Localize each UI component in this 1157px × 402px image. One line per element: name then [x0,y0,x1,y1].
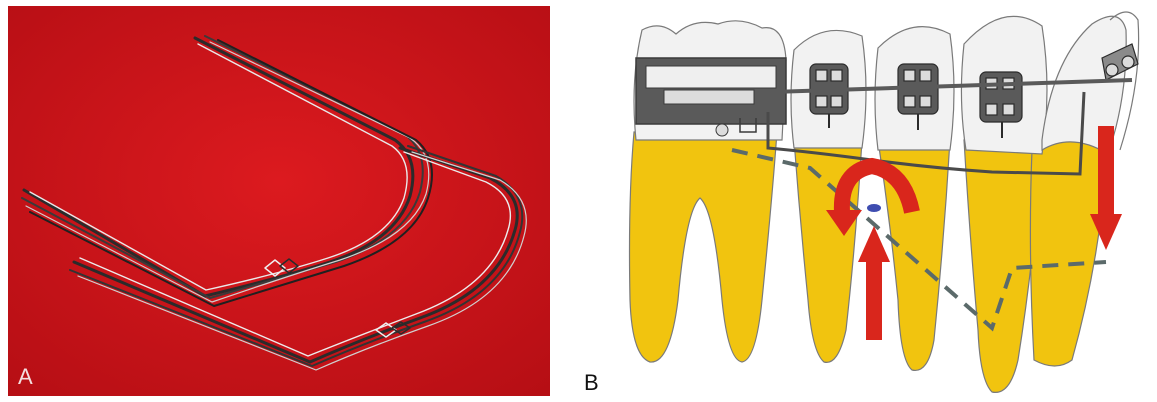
panel-b-label: B [584,372,599,394]
archwire-illustration [0,0,560,402]
panel-a-archwires-photo [0,0,560,402]
tooth-mechanics-diagram [572,0,1157,402]
panel-a-label: A [18,366,33,388]
straight-arrow-icon [858,226,890,340]
center-of-resistance [867,204,881,212]
molar-root [630,132,778,362]
panel-b-tooth-diagram [572,0,1157,402]
red-backdrop [8,6,550,396]
molar-tube [636,58,786,136]
